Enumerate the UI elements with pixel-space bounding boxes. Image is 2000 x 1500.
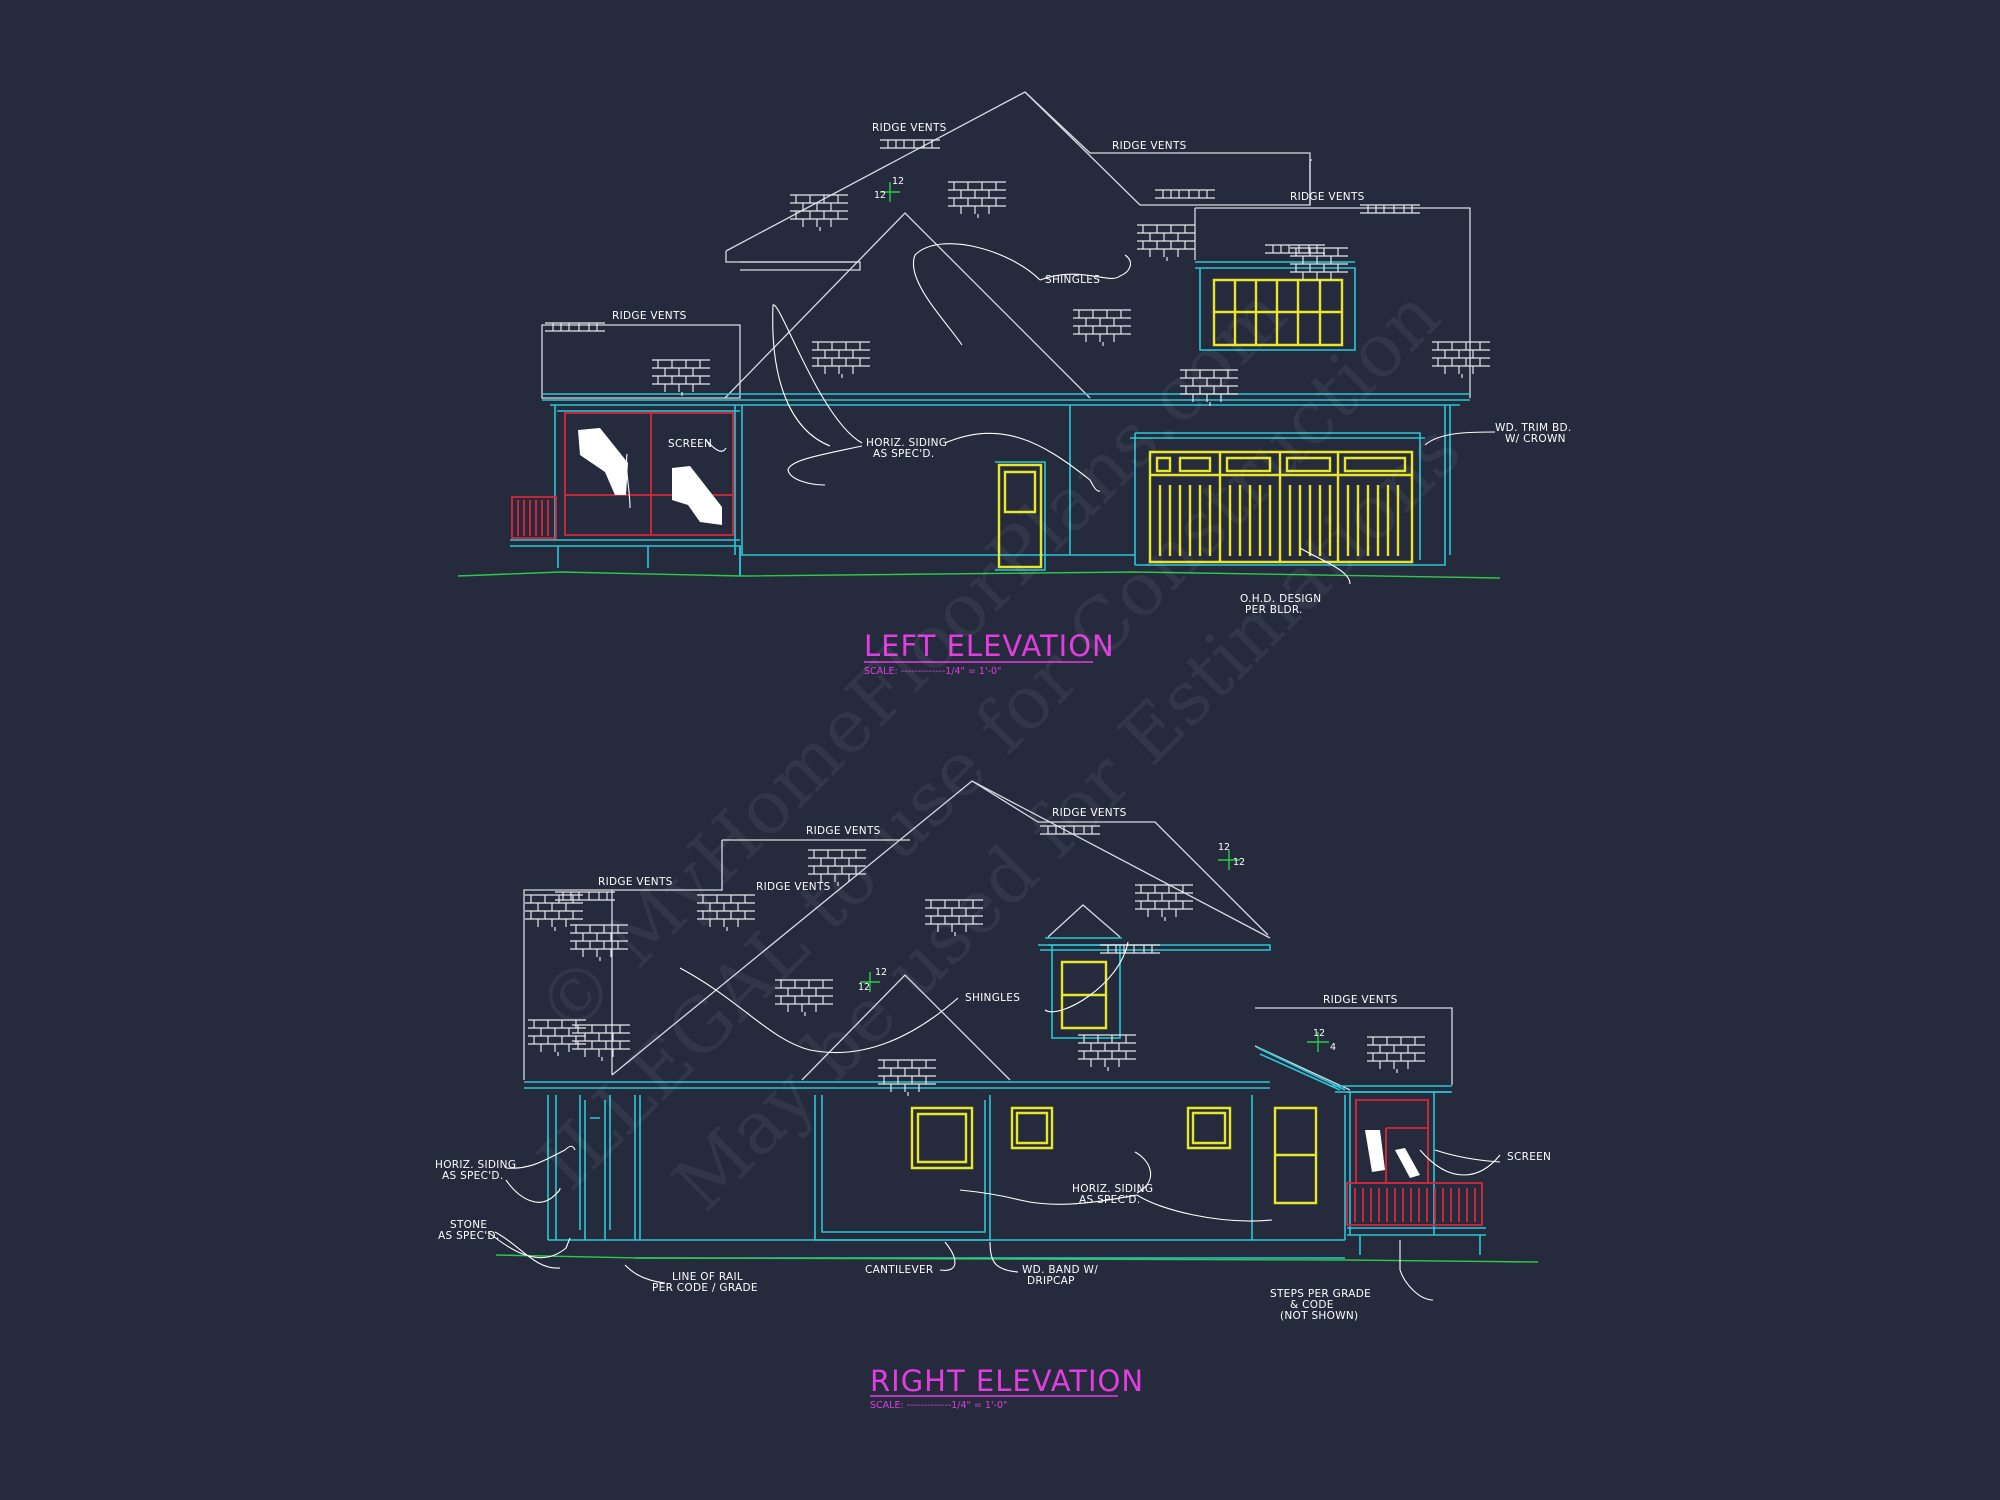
ridge-vents-label: RIDGE VENTS	[1290, 191, 1365, 203]
wd-band-label: WD. BAND W/	[1022, 1264, 1098, 1276]
ridge-vents-label: RIDGE VENTS	[598, 876, 673, 888]
horiz-siding-label: AS SPEC'D.	[873, 448, 934, 460]
ohd-design-label: O.H.D. DESIGN	[1240, 593, 1321, 605]
ridge-vents-label: RIDGE VENTS	[1052, 807, 1127, 819]
horiz-siding-label: HORIZ. SIDING	[866, 437, 947, 449]
horiz-siding-label: HORIZ. SIDING	[435, 1159, 516, 1171]
ridge-vents-label: RIDGE VENTS	[872, 122, 947, 134]
stone-label: STONE	[450, 1219, 487, 1231]
horiz-siding-label: HORIZ. SIDING	[1072, 1183, 1153, 1195]
ridge-vents-label: RIDGE VENTS	[806, 825, 881, 837]
steps-label: & CODE	[1290, 1299, 1334, 1311]
right-elevation-labels: RIDGE VENTS RIDGE VENTS RIDGE VENTS RIDG…	[435, 807, 1551, 1411]
pitch-run: 12	[858, 982, 870, 993]
pitch-rise: 12	[1218, 842, 1230, 853]
trim-board-label: WD. TRIM BD.	[1495, 422, 1572, 434]
screen-label: SCREEN	[1507, 1151, 1551, 1163]
shingles-label: SHINGLES	[965, 992, 1020, 1004]
line-of-rail-label: LINE OF RAIL	[672, 1271, 743, 1283]
trim-board-label: W/ CROWN	[1505, 433, 1566, 445]
pitch-run: 12	[1233, 857, 1245, 868]
cantilever-label: CANTILEVER	[865, 1264, 933, 1276]
ridge-vents-label: RIDGE VENTS	[756, 881, 831, 893]
wd-band-label: DRIPCAP	[1027, 1275, 1075, 1287]
pitch-run: 4	[1330, 1042, 1336, 1053]
right-elevation-scale: SCALE: -------------1/4" = 1'-0"	[870, 1400, 1007, 1411]
left-elevation-drawing	[457, 91, 1501, 585]
right-elevation-title: RIGHT ELEVATION	[870, 1364, 1144, 1398]
left-elevation-scale: SCALE: -------------1/4" = 1'-0"	[864, 666, 1001, 677]
pitch-rise: 12	[875, 967, 887, 978]
line-of-rail-label: PER CODE / GRADE	[652, 1282, 758, 1294]
shingles-label: SHINGLES	[1045, 274, 1100, 286]
steps-label: (NOT SHOWN)	[1280, 1310, 1358, 1322]
ohd-design-label: PER BLDR.	[1245, 604, 1303, 616]
ridge-vents-label: RIDGE VENTS	[1112, 140, 1187, 152]
horiz-siding-label: AS SPEC'D.	[442, 1170, 503, 1182]
left-elevation-title: LEFT ELEVATION	[864, 629, 1115, 663]
pitch-run: 12	[874, 190, 886, 201]
screen-label: SCREEN	[668, 438, 712, 450]
steps-label: STEPS PER GRADE	[1270, 1288, 1371, 1300]
pitch-rise: 12	[892, 176, 904, 187]
stone-label: AS SPEC'D.	[438, 1230, 499, 1242]
left-elevation-labels: RIDGE VENTS RIDGE VENTS RIDGE VENTS RIDG…	[612, 122, 1572, 677]
ridge-vents-label: RIDGE VENTS	[1323, 994, 1398, 1006]
right-elevation-drawing	[487, 780, 1539, 1301]
ridge-vents-label: RIDGE VENTS	[612, 310, 687, 322]
horiz-siding-label: AS SPEC'D.	[1079, 1194, 1140, 1206]
pitch-rise: 12	[1313, 1028, 1325, 1039]
